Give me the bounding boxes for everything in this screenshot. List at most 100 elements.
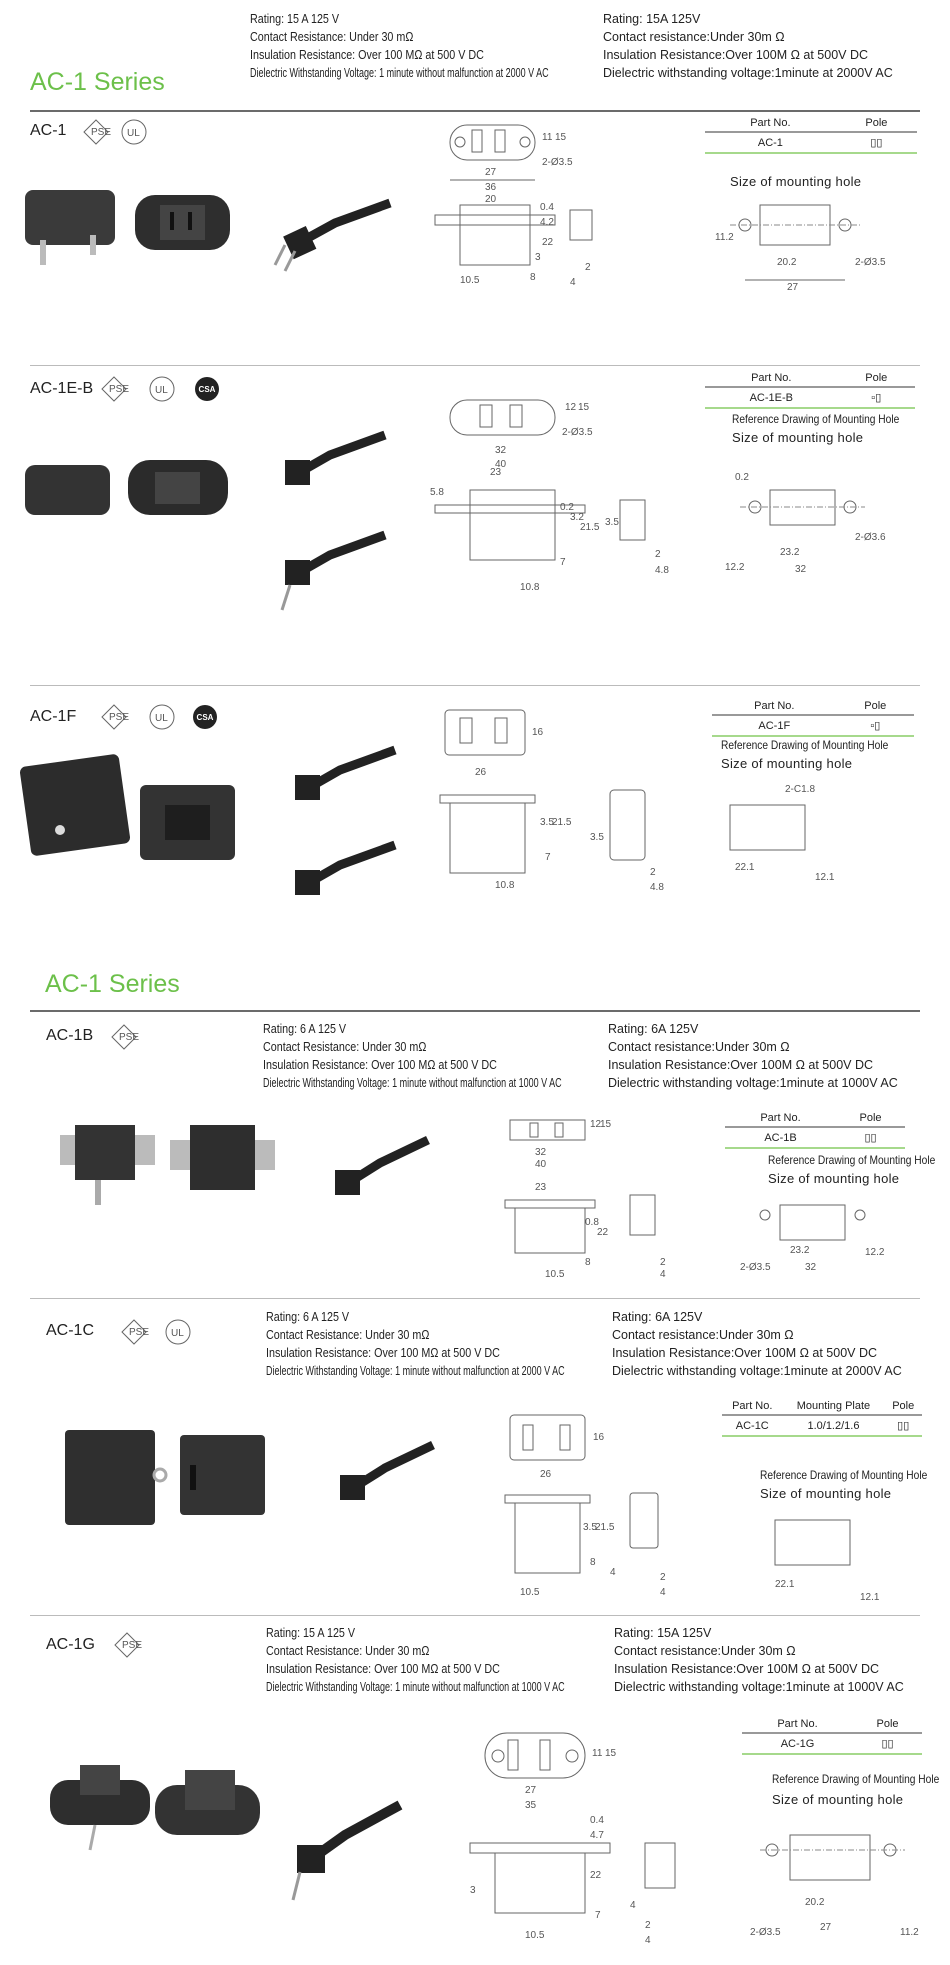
- col-pole: Pole: [836, 1110, 905, 1128]
- spec-contact: Contact Resistance: Under 30 mΩ: [266, 1328, 430, 1342]
- svg-text:0.4: 0.4: [590, 1815, 604, 1826]
- spec-insulation: Insulation Resistance: Over 100 MΩ at 50…: [250, 48, 484, 62]
- col-part-no: Part No.: [742, 1716, 854, 1734]
- svg-text:16: 16: [532, 727, 544, 738]
- svg-text:27: 27: [485, 167, 497, 178]
- spec-dielectric: Dielectric withstanding voltage:1minute …: [612, 1364, 902, 1378]
- svg-text:22: 22: [542, 237, 554, 248]
- product-photo: [25, 460, 228, 515]
- svg-text:0.2: 0.2: [735, 472, 749, 483]
- series-title: AC-1 Series: [30, 68, 165, 96]
- svg-text:10.5: 10.5: [460, 275, 480, 286]
- svg-text:2: 2: [660, 1257, 666, 1268]
- svg-text:4.8: 4.8: [655, 565, 669, 576]
- mounting-hole-drawing: 2-C1.822.112.1: [729, 784, 835, 883]
- model-label: AC-1: [30, 122, 67, 139]
- product-photo: [65, 1430, 265, 1525]
- svg-text:2-Ø3.5: 2-Ø3.5: [562, 427, 593, 438]
- spec-rating: Rating: 6A 125V: [608, 1022, 699, 1036]
- svg-text:16: 16: [593, 1432, 605, 1443]
- svg-text:4: 4: [645, 1935, 651, 1946]
- svg-text:3.5: 3.5: [583, 1522, 597, 1533]
- spec-contact: Contact resistance:Under 30m Ω: [608, 1040, 790, 1054]
- csa-mark-icon: CSA: [193, 705, 217, 729]
- plug-cord-image: [335, 1135, 430, 1195]
- svg-text:22: 22: [590, 1870, 602, 1881]
- spec-contact: Contact resistance:Under 30m Ω: [603, 30, 785, 44]
- svg-text:PSE: PSE: [91, 127, 111, 138]
- mounting-hole-title: Size of mounting hole: [721, 756, 853, 771]
- col-part-no: Part No.: [725, 1110, 837, 1128]
- svg-text:15: 15: [600, 1119, 612, 1130]
- svg-text:10.5: 10.5: [545, 1269, 565, 1280]
- reference-drawing-title: Reference Drawing of Mounting Hole: [732, 412, 900, 426]
- ul-mark-icon: UL: [121, 119, 147, 145]
- spec-contact: Contact resistance:Under 30m Ω: [614, 1644, 796, 1658]
- pse-mark-icon: PSE: [101, 704, 129, 730]
- specs-left: Rating: 15 A 125 V Contact Resistance: Un…: [266, 1624, 681, 1696]
- svg-text:4: 4: [570, 277, 576, 288]
- cert-icons: PSE: [114, 1632, 142, 1658]
- mounting-hole-title: Size of mounting hole: [760, 1486, 892, 1501]
- mounting-hole-drawing: 22.1 12.1: [774, 1519, 880, 1603]
- spec-insulation: Insulation Resistance:Over 100M Ω at 500…: [614, 1662, 880, 1676]
- svg-text:3.5: 3.5: [590, 832, 604, 843]
- svg-text:36: 36: [485, 182, 497, 193]
- svg-text:12.2: 12.2: [865, 1247, 885, 1258]
- svg-text:5.8: 5.8: [430, 487, 444, 498]
- svg-text:8: 8: [590, 1557, 596, 1568]
- svg-text:23.2: 23.2: [780, 547, 800, 558]
- svg-text:20.2: 20.2: [777, 257, 797, 268]
- pse-mark-icon: PSE: [111, 1024, 139, 1050]
- svg-text:PSE: PSE: [119, 1032, 139, 1043]
- pse-mark-icon: PSE: [121, 1319, 149, 1345]
- spec-contact: Contact Resistance: Under 30 mΩ: [266, 1644, 430, 1658]
- table-row: AC-1▯▯: [705, 132, 917, 154]
- col-part-no: Part No.: [722, 1398, 783, 1416]
- svg-text:3: 3: [470, 1885, 476, 1896]
- spec-rating: Rating: 6A 125V: [612, 1310, 703, 1324]
- part-table: Part No.Pole AC-1▯▯: [705, 115, 917, 154]
- svg-text:22.1: 22.1: [775, 1579, 795, 1590]
- svg-text:23.2: 23.2: [790, 1245, 810, 1256]
- product-photo: [60, 1125, 275, 1205]
- svg-text:7: 7: [560, 557, 566, 568]
- csa-mark-label: CSA: [199, 385, 216, 394]
- svg-text:4: 4: [660, 1269, 666, 1280]
- reference-drawing-title: Reference Drawing of Mounting Hole: [768, 1153, 936, 1167]
- svg-text:4: 4: [630, 1900, 636, 1911]
- spec-rating: Rating: 15 A 125 V: [266, 1626, 356, 1640]
- svg-text:11.2: 11.2: [900, 1927, 919, 1938]
- svg-text:2-Ø3.6: 2-Ø3.6: [855, 532, 886, 543]
- plug-cord-image: [280, 430, 387, 611]
- plug-cord-image: [273, 198, 392, 272]
- svg-text:3.2: 3.2: [570, 512, 584, 523]
- top-specs-left: Rating: 15 A 125 V Contact Resistance: U…: [250, 10, 665, 82]
- table-row: AC-1B▯▯: [725, 1127, 905, 1149]
- section-divider: [30, 365, 920, 366]
- svg-text:11: 11: [542, 132, 553, 143]
- svg-text:PSE: PSE: [109, 384, 129, 395]
- svg-text:12.1: 12.1: [860, 1592, 880, 1603]
- plug-cord-image: [291, 1800, 403, 1901]
- product-photo: [25, 190, 230, 265]
- mounting-hole-title: Size of mounting hole: [730, 174, 862, 189]
- cert-icons: PSE UL CSA: [101, 704, 217, 730]
- spec-dielectric: Dielectric withstanding voltage:1minute …: [608, 1076, 898, 1090]
- spec-insulation: Insulation Resistance: Over 100 MΩ at 50…: [263, 1058, 497, 1072]
- spec-dielectric: Dielectric withstanding voltage:1minute …: [614, 1680, 904, 1694]
- svg-text:40: 40: [495, 459, 507, 470]
- svg-text:2-Ø3.5: 2-Ø3.5: [542, 157, 573, 168]
- section-divider: [30, 1615, 920, 1616]
- reference-drawing-title: Reference Drawing of Mounting Hole: [721, 738, 889, 752]
- section-divider: [30, 1298, 920, 1299]
- svg-text:11.2: 11.2: [715, 232, 734, 243]
- col-pole: Pole: [884, 1398, 922, 1416]
- spec-insulation: Insulation Resistance: Over 100 MΩ at 50…: [266, 1662, 500, 1676]
- svg-text:3.5: 3.5: [540, 817, 554, 828]
- top-specs-right: Rating: 15A 125V Contact resistance:Unde…: [603, 10, 893, 82]
- svg-text:2: 2: [645, 1920, 651, 1931]
- plug-cord-image: [295, 745, 397, 895]
